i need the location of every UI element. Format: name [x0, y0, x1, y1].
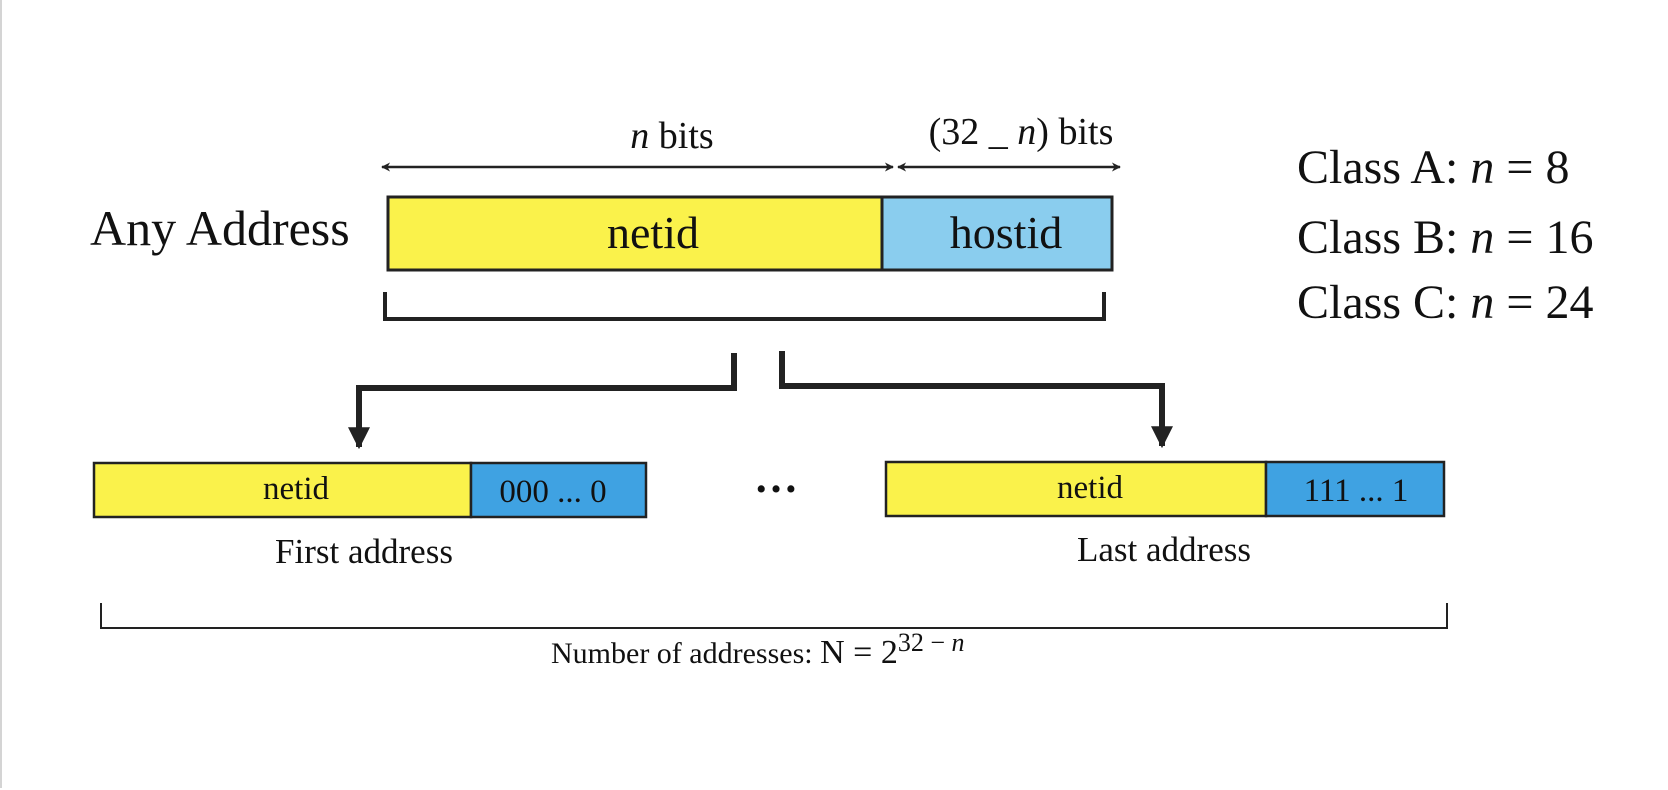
class-c-line: Class C: n = 24 — [1297, 276, 1593, 329]
class-a-value: = 8 — [1494, 141, 1569, 194]
ellipsis: … — [754, 453, 798, 502]
host-bits-var: n — [1017, 111, 1036, 153]
address-range-bracket — [383, 292, 1106, 321]
hostid-box — [880, 195, 1114, 272]
class-c-label: Class C: — [1297, 276, 1470, 329]
first-address-arrow — [348, 353, 737, 450]
class-a-line: Class A: n = 8 — [1297, 141, 1569, 194]
class-b-var: n — [1470, 211, 1494, 264]
netid-label: netid — [607, 207, 699, 258]
class-b-label: Class B: — [1297, 211, 1470, 264]
class-c-var: n — [1470, 276, 1494, 329]
host-bits-open: (32 _ — [929, 111, 1018, 153]
n-bits-var: n — [630, 115, 649, 157]
first-address-caption: First address — [275, 532, 453, 571]
address-count-line: Number of addresses: N = 232 − n — [551, 628, 965, 671]
class-b-value: = 16 — [1494, 211, 1593, 264]
any-address-label: Any Address — [90, 200, 350, 256]
last-netid-label: netid — [1057, 470, 1123, 506]
first-netid-box — [92, 461, 473, 519]
class-c-value: = 24 — [1494, 276, 1593, 329]
last-address-arrow — [779, 351, 1173, 449]
class-a-label: Class A: — [1297, 141, 1470, 194]
n-bits-text: bits — [649, 115, 713, 157]
address-count-text: Number of addresses: — [551, 637, 820, 670]
address-count-exponent: 32 − — [898, 628, 952, 657]
host-bits-label: (32 _ n) bits — [929, 111, 1114, 153]
last-address-caption: Last address — [1077, 530, 1251, 569]
address-count-bracket — [100, 603, 1448, 629]
first-hostid-label: 000 ... 0 — [499, 474, 606, 510]
last-hostid-box — [1264, 460, 1446, 518]
first-netid-label: netid — [263, 471, 329, 507]
host-bits-close: ) bits — [1036, 111, 1113, 153]
n-bits-label: n bits — [630, 115, 713, 157]
address-count-exponent-var: n — [952, 628, 965, 657]
last-hostid-label: 111 ... 1 — [1304, 473, 1409, 509]
hostid-label: hostid — [950, 207, 1062, 258]
class-b-line: Class B: n = 16 — [1297, 211, 1593, 264]
class-a-var: n — [1470, 141, 1494, 194]
first-hostid-box — [469, 461, 648, 519]
address-count-formula: N = 2 — [820, 634, 898, 671]
